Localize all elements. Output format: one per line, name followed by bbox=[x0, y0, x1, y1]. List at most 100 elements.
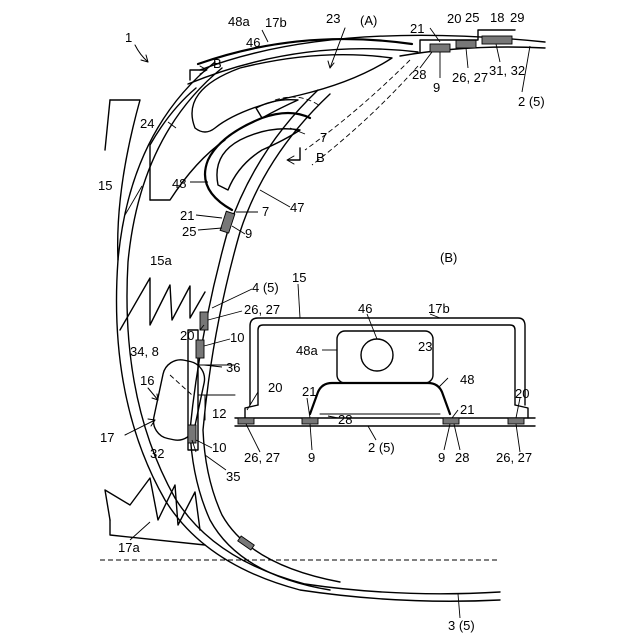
inset-leaders bbox=[246, 284, 520, 452]
roof-clip-3 bbox=[482, 36, 512, 44]
label-20: 20 bbox=[447, 11, 461, 26]
label-28: 28 bbox=[412, 67, 426, 82]
airbag-dash-2 bbox=[312, 66, 418, 165]
inset-label-26-27-right: 26, 27 bbox=[496, 450, 532, 465]
label-10-upper: 10 bbox=[230, 330, 244, 345]
label-46: 46 bbox=[246, 35, 260, 50]
inset-label-46: 46 bbox=[358, 301, 372, 316]
label-fig-number: 1 bbox=[125, 30, 132, 45]
clip-mid-2 bbox=[196, 340, 204, 358]
rail-15-b bbox=[105, 100, 110, 150]
inset-label-20-right: 20 bbox=[515, 386, 529, 401]
label-36: 36 bbox=[226, 360, 240, 375]
zigzag-17a bbox=[105, 478, 200, 530]
component-16 bbox=[150, 357, 208, 444]
inset-label-48: 48 bbox=[460, 372, 474, 387]
inset-label-group: (B) 15 17b 46 48a 23 48 20 21 28 21 20 2… bbox=[244, 250, 532, 465]
inset-label-21-left: 21 bbox=[302, 384, 316, 399]
inset-label-48a: 48a bbox=[296, 343, 318, 358]
rail-15 bbox=[110, 100, 140, 260]
inset-label-9-right: 9 bbox=[438, 450, 445, 465]
label-21-left: 21 bbox=[180, 208, 194, 223]
clip-bottom bbox=[238, 536, 255, 550]
cover-48 bbox=[205, 113, 310, 210]
inset-clip-4 bbox=[508, 418, 524, 424]
garnish-24-b bbox=[150, 140, 225, 200]
roof-clip-1 bbox=[430, 44, 450, 52]
inset-label-15: 15 bbox=[292, 270, 306, 285]
main-label-group: 1 (A) 48a 17b 23 21 20 25 18 29 46 28 9 … bbox=[98, 10, 545, 633]
inset-label-9-left: 9 bbox=[308, 450, 315, 465]
label-9-top: 9 bbox=[433, 80, 440, 95]
label-view-a: (A) bbox=[360, 13, 377, 28]
label-25-top: 25 bbox=[465, 10, 479, 25]
inset-label-21-right: 21 bbox=[460, 402, 474, 417]
label-26-27-left: 26, 27 bbox=[244, 302, 280, 317]
inset-label-28-right: 28 bbox=[455, 450, 469, 465]
label-34-8: 34, 8 bbox=[130, 344, 159, 359]
inset-label-view-b: (B) bbox=[440, 250, 457, 265]
label-4-5: 4 (5) bbox=[252, 280, 279, 295]
label-47: 47 bbox=[290, 200, 304, 215]
inset-label-2-5: 2 (5) bbox=[368, 440, 395, 455]
label-35: 35 bbox=[226, 469, 240, 484]
label-17a: 17a bbox=[118, 540, 140, 555]
label-9-left: 9 bbox=[245, 226, 252, 241]
inset-clip-1 bbox=[238, 418, 254, 424]
label-25-left: 25 bbox=[182, 224, 196, 239]
label-29: 29 bbox=[510, 10, 524, 25]
label-15a: 15a bbox=[150, 253, 172, 268]
inset-airbag-46 bbox=[361, 339, 393, 371]
label-23: 23 bbox=[326, 11, 340, 26]
label-15: 15 bbox=[98, 178, 112, 193]
clip-upper bbox=[220, 211, 235, 233]
label-section-b-top: B bbox=[213, 56, 222, 71]
inset-housing-48 bbox=[310, 383, 450, 414]
label-48: 48 bbox=[172, 176, 186, 191]
airbag-dash-3 bbox=[275, 97, 320, 106]
trim-17b-inner bbox=[188, 49, 418, 84]
zigzag-15a bbox=[120, 278, 205, 330]
figure-pointer bbox=[135, 45, 148, 62]
label-7-upper: 7 bbox=[320, 130, 327, 145]
label-2-5: 2 (5) bbox=[518, 94, 545, 109]
inset-bracket-left bbox=[245, 405, 258, 418]
label-20-left: 20 bbox=[180, 328, 194, 343]
inset-label-17b: 17b bbox=[428, 301, 450, 316]
arrow-17 bbox=[125, 420, 155, 435]
label-section-b-right: B bbox=[316, 150, 325, 165]
label-7-lower: 7 bbox=[262, 204, 269, 219]
inset-clip-3 bbox=[443, 418, 459, 424]
label-10-lower: 10 bbox=[212, 440, 226, 455]
roof-clip-2 bbox=[456, 40, 476, 48]
inset-trim-15 bbox=[258, 325, 515, 405]
label-32: 32 bbox=[150, 446, 164, 461]
label-3-5: 3 (5) bbox=[448, 618, 475, 633]
arrow-23 bbox=[330, 28, 345, 68]
label-16: 16 bbox=[140, 373, 154, 388]
label-48a: 48a bbox=[228, 14, 250, 29]
inset-label-26-27-left: 26, 27 bbox=[244, 450, 280, 465]
label-24: 24 bbox=[140, 116, 154, 131]
label-12: 12 bbox=[212, 406, 226, 421]
view-a-drawing bbox=[100, 28, 545, 618]
airbag-46 bbox=[192, 55, 392, 132]
inset-label-23: 23 bbox=[418, 339, 432, 354]
label-17b: 17b bbox=[265, 15, 287, 30]
inner-panel-b bbox=[203, 94, 340, 582]
airbag-47-inner bbox=[256, 100, 298, 118]
clip-mid-1 bbox=[200, 312, 208, 330]
main-leaders bbox=[125, 28, 530, 618]
inset-label-28: 28 bbox=[338, 412, 352, 427]
inset-clip-2 bbox=[302, 418, 318, 424]
label-17: 17 bbox=[100, 430, 114, 445]
label-18: 18 bbox=[490, 10, 504, 25]
inner-panel-a bbox=[190, 90, 330, 590]
label-21: 21 bbox=[410, 21, 424, 36]
label-26-27-top: 26, 27 bbox=[452, 70, 488, 85]
label-31-32: 31, 32 bbox=[489, 63, 525, 78]
inset-label-20-left: 20 bbox=[268, 380, 282, 395]
pillar-outer-skin bbox=[117, 62, 500, 601]
